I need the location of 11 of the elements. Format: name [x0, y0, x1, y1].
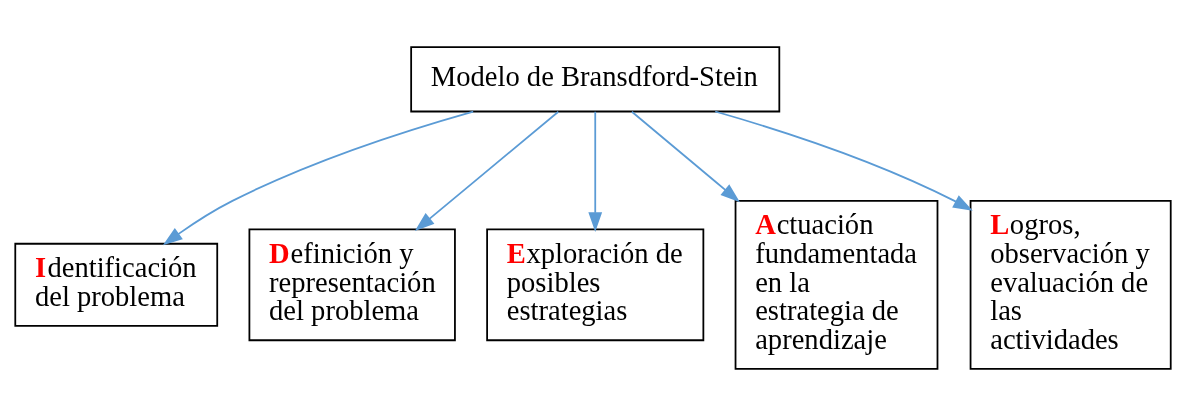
node-box: Identificación del problema	[14, 242, 219, 327]
node-box: Exploración de posibles estrategias	[486, 228, 705, 341]
node-box: Actuación fundamentada en la estrategia de aprendizaje	[734, 199, 939, 370]
node-box: Definición y representación del problema	[248, 228, 456, 341]
arrow	[414, 110, 560, 231]
arrow	[162, 110, 475, 245]
arrow	[630, 110, 740, 202]
arrow	[714, 110, 973, 211]
node-box: Logros, observación y evaluación de las actividades	[969, 199, 1172, 370]
arrow	[588, 110, 603, 232]
node-box: Modelo de Bransdford-Stein	[410, 45, 781, 112]
